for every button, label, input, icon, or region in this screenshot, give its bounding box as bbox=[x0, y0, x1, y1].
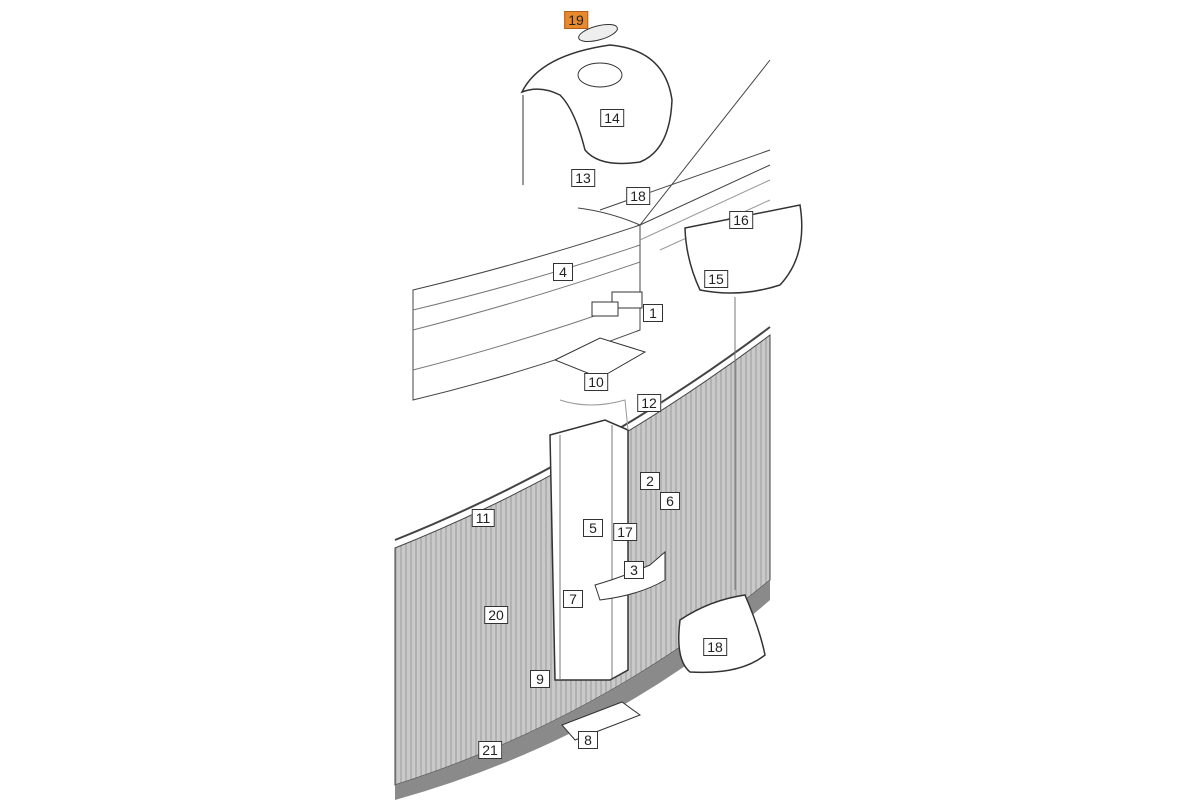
part-label-11[interactable]: 11 bbox=[471, 509, 495, 527]
top-rail bbox=[412, 224, 641, 401]
part-label-7[interactable]: 7 bbox=[563, 590, 583, 608]
upright bbox=[549, 419, 629, 681]
cap-insert bbox=[578, 23, 618, 43]
part-label-5[interactable]: 5 bbox=[583, 519, 603, 537]
part-label-18[interactable]: 18 bbox=[626, 187, 650, 205]
bottom-cup bbox=[678, 594, 766, 674]
part-label-13[interactable]: 13 bbox=[571, 169, 595, 187]
base-plate-8 bbox=[561, 701, 642, 741]
part-label-8[interactable]: 8 bbox=[578, 731, 598, 749]
part-label-10[interactable]: 10 bbox=[584, 373, 608, 391]
part-label-21[interactable]: 21 bbox=[478, 741, 502, 759]
part-label-19[interactable]: 19 bbox=[564, 11, 588, 29]
bottom-track bbox=[395, 580, 770, 800]
part-label-3[interactable]: 3 bbox=[624, 561, 644, 579]
part-label-20[interactable]: 20 bbox=[484, 606, 508, 624]
part-label-2[interactable]: 2 bbox=[640, 472, 660, 490]
part-label-17[interactable]: 17 bbox=[613, 523, 637, 541]
connector-plate bbox=[553, 337, 647, 379]
part-label-6[interactable]: 6 bbox=[660, 492, 680, 510]
part-label-12[interactable]: 12 bbox=[637, 394, 661, 412]
part-label-9[interactable]: 9 bbox=[530, 670, 550, 688]
part-label-15[interactable]: 15 bbox=[704, 270, 728, 288]
part-label-14[interactable]: 14 bbox=[600, 109, 624, 127]
part-label-16[interactable]: 16 bbox=[729, 211, 753, 229]
top-cap bbox=[520, 44, 673, 165]
part-label-18-base[interactable]: 18 bbox=[703, 638, 727, 656]
part-label-1[interactable]: 1 bbox=[643, 304, 663, 322]
part-label-4[interactable]: 4 bbox=[553, 263, 573, 281]
bracket-1 bbox=[611, 291, 643, 309]
